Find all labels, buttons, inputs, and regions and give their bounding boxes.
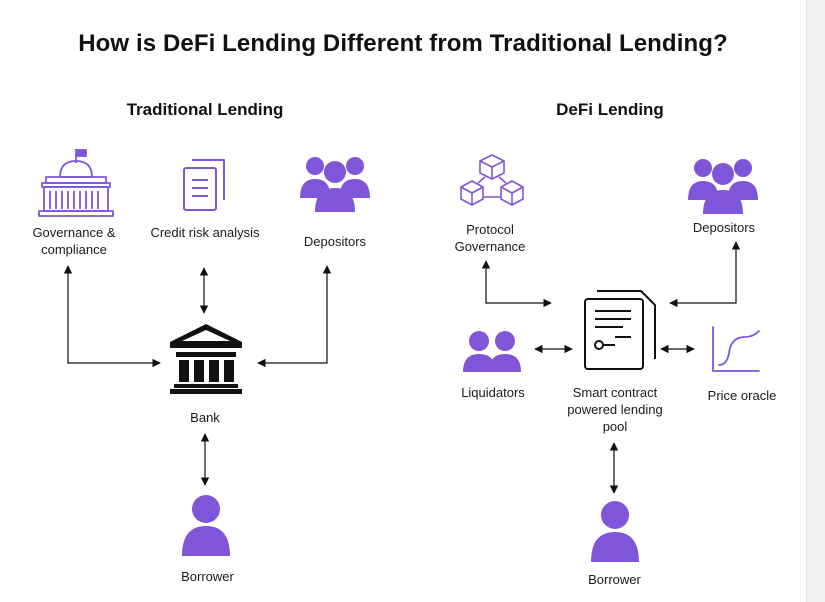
traditional-heading: Traditional Lending — [126, 100, 284, 119]
government-building-icon — [38, 149, 114, 217]
depositors-group-icon — [300, 157, 370, 212]
depositors-label: Depositors — [303, 234, 367, 249]
protocol-governance-label: Protocol Governance — [454, 222, 526, 254]
arrow-depositors-pool — [669, 241, 741, 308]
price-oracle-label: Price oracle — [707, 388, 777, 403]
depositors-group-icon — [688, 159, 758, 214]
page-title: How is DeFi Lending Different from Tradi… — [78, 30, 728, 57]
smart-contract-icon — [584, 290, 656, 370]
defi-borrower-label: Borrower — [588, 572, 641, 587]
bank-label: Bank — [190, 410, 220, 425]
bank-icon — [170, 324, 242, 394]
connector-arrows — [63, 241, 741, 494]
smart-contract-pool-label: Smart contract powered lending pool — [567, 385, 663, 434]
credit-risk-label: Credit risk analysis — [150, 225, 260, 240]
liquidators-label: Liquidators — [461, 385, 525, 400]
defi-heading: DeFi Lending — [556, 100, 664, 119]
arrow-depositors-bank — [257, 265, 332, 368]
borrower-label: Borrower — [181, 569, 234, 584]
arrow-governance-bank — [63, 265, 161, 368]
borrower-person-icon — [591, 501, 639, 562]
borrower-person-icon — [182, 495, 230, 556]
arrow-protocol-pool — [481, 260, 552, 308]
liquidators-group-icon — [463, 331, 521, 372]
blocks-network-icon — [460, 154, 524, 206]
defi-depositors-label: Depositors — [692, 220, 756, 235]
governance-label: Governance & compliance — [32, 225, 116, 257]
price-chart-icon — [712, 326, 760, 372]
document-icon — [183, 159, 225, 211]
side-scroll-strip — [806, 0, 825, 602]
